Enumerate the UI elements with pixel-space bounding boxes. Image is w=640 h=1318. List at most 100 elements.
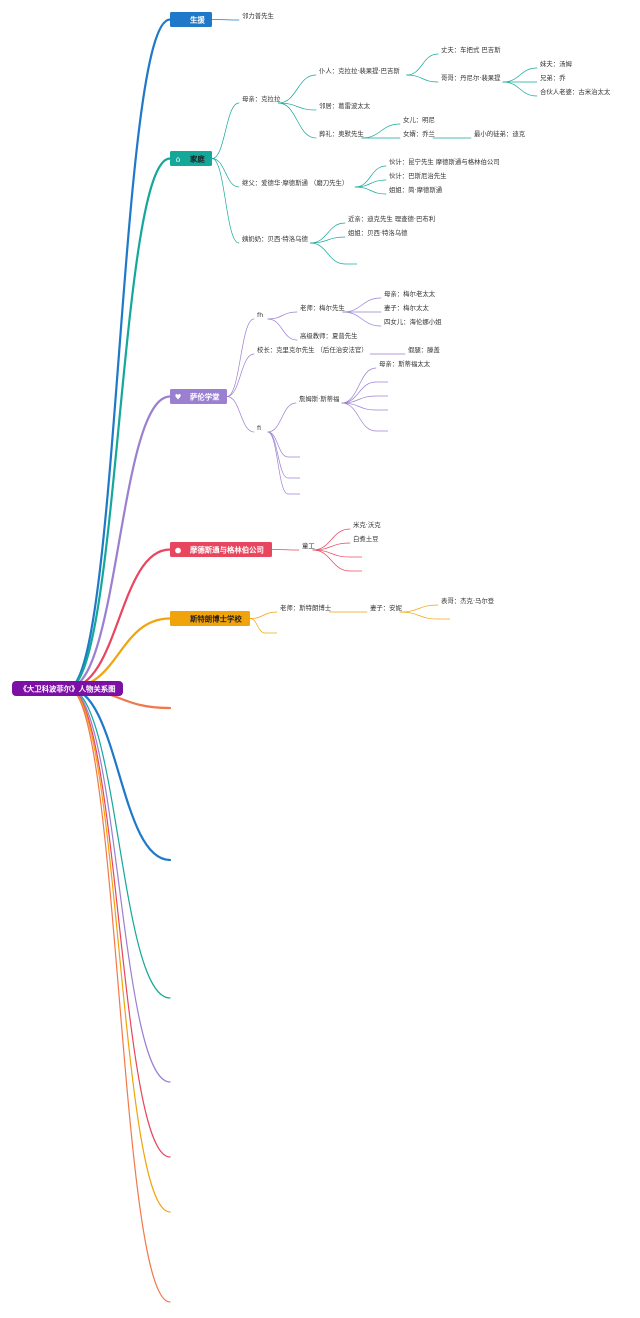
topic-node[interactable]: 女婿：乔兰	[403, 129, 436, 138]
child-connector	[406, 53, 439, 76]
topic-node[interactable]: 白煮土豆	[353, 534, 379, 543]
branch-label: 斯特朗博士学校	[190, 615, 242, 624]
topic-node[interactable]: 母亲：克拉拉	[242, 94, 281, 103]
empty-branch-connector	[67, 687, 171, 1158]
topic-node[interactable]: 哥哥：丹尼尔·裴果提	[441, 73, 501, 82]
branch-node-jiating[interactable]: ⌂ 家庭	[170, 151, 212, 166]
child-connector	[341, 395, 377, 404]
child-connector	[267, 431, 289, 479]
empty-branch-connector	[67, 687, 171, 999]
child-connector	[399, 604, 439, 613]
topic-node[interactable]: 詹姆斯·斯蒂福	[299, 394, 340, 403]
branch-box	[170, 151, 212, 166]
empty-branch-connector	[66, 686, 172, 862]
child-connector	[226, 396, 255, 433]
child-connector	[267, 402, 297, 433]
topic-node[interactable]: 高级教师：夏普先生	[300, 331, 358, 340]
empty-branch-connector	[67, 687, 171, 1303]
root-node-label: 《大卫科波菲尔》人物关系图	[19, 685, 115, 694]
child-connector	[267, 431, 289, 458]
topic-node[interactable]: 母亲：斯蒂福太太	[379, 359, 431, 368]
branch-box	[170, 12, 212, 27]
topic-node[interactable]: 母亲：梅尔老太太	[384, 289, 436, 298]
branch-box	[170, 542, 272, 557]
topic-node[interactable]: 四女儿：海伦娜小姐	[384, 317, 442, 326]
branch-label: 摩德斯通与格林伯公司	[189, 546, 264, 555]
topic-node[interactable]: 兄弟：乔	[540, 73, 566, 82]
child-connector	[361, 123, 401, 139]
topic-node[interactable]: 丈夫：车把式 巴吉斯	[441, 45, 501, 54]
topic-node[interactable]: 假腿：滕盖	[408, 345, 441, 354]
topic-node[interactable]: 姐姐：简·摩德斯通	[389, 185, 443, 194]
topic-node[interactable]: 最小的徒弟：迪克	[474, 129, 526, 138]
child-connector	[310, 222, 346, 244]
topic-node[interactable]: fh	[257, 311, 263, 319]
topic-node[interactable]: 伙计：巴斯厄治先生	[389, 171, 447, 180]
topic-node[interactable]: 仆人：克拉拉·裴果提·巴吉斯	[319, 66, 400, 75]
branch-node-modesitong[interactable]: ● 摩德斯通与格林伯公司	[170, 542, 272, 557]
topic-node[interactable]: 姨奶奶：贝西·特洛乌德	[242, 234, 309, 243]
topic-node[interactable]: 老师：斯特朗博士	[280, 603, 332, 612]
child-connector	[341, 381, 377, 404]
topic-node[interactable]: 校长：克里克尔先生 （后任治安法官）	[257, 345, 368, 354]
branch-box	[170, 389, 227, 404]
child-connector	[354, 179, 387, 188]
child-connector	[267, 431, 289, 495]
empty-branch-connector	[67, 687, 171, 1083]
branch-node-sitelang[interactable]: 斯特朗博士学校	[170, 611, 250, 626]
child-connector	[271, 549, 300, 551]
child-connector	[502, 81, 538, 97]
topic-node[interactable]: fi	[257, 424, 261, 432]
child-connector	[226, 353, 255, 397]
child-connector	[249, 618, 266, 634]
child-connector	[211, 102, 240, 159]
child-connector	[342, 297, 382, 313]
child-connector	[226, 318, 255, 397]
topic-node[interactable]: 伙计：昆宁先生 摩德斯通与格林伯公司	[389, 157, 500, 166]
topic-node[interactable]: 女儿：明尼	[403, 115, 435, 124]
house-icon: ⌂	[176, 155, 181, 164]
topic-node[interactable]: 老师：梅尔先生	[300, 303, 345, 312]
topic-node[interactable]: 近亲：迪克先生 理查德·巴布利	[348, 214, 435, 223]
empty-branch-connector	[67, 687, 171, 1213]
branch-connector	[66, 157, 172, 690]
topic-node[interactable]: 妻子：安妮	[370, 603, 403, 612]
topic-node[interactable]: 米克·沃克	[353, 520, 381, 529]
child-connector	[312, 528, 351, 551]
branch-label: 萨伦学堂	[190, 393, 220, 402]
topic-node[interactable]: 童工	[302, 541, 315, 550]
heart-icon: ♥	[175, 393, 182, 402]
topic-node[interactable]: 继父：爱德华·摩德斯通 （磨刀先生）	[242, 178, 348, 187]
child-connector	[341, 367, 377, 404]
branch-label: 家庭	[190, 155, 205, 164]
topic-node[interactable]: 邻居：葛雷波太太	[319, 101, 371, 110]
topic-node[interactable]: 表哥：杰克·马尔登	[441, 596, 495, 605]
root-node[interactable]: 《大卫科波菲尔》人物关系图	[12, 681, 123, 696]
topic-node[interactable]: 邻力普先生	[242, 11, 275, 20]
branch-box	[170, 611, 250, 626]
child-connector	[312, 549, 351, 572]
child-connector	[211, 19, 240, 21]
topic-node[interactable]: 妹夫：汤姆	[540, 59, 573, 68]
branch-node-salun[interactable]: ♥ 萨伦学堂	[170, 389, 227, 404]
branch-label: 生援	[190, 16, 205, 25]
child-connector	[211, 158, 240, 188]
child-connector	[267, 311, 298, 320]
child-connector	[354, 186, 387, 195]
child-connector	[249, 611, 278, 619]
topic-node[interactable]: 葬礼：奥默先生	[319, 129, 364, 138]
topic-node[interactable]: 合伙人老婆：古米治太太	[540, 87, 611, 96]
child-connector	[310, 236, 346, 244]
child-connector	[211, 158, 240, 244]
branch-node-shengfu[interactable]: 生援	[170, 12, 212, 27]
child-connector	[354, 165, 387, 188]
topic-node[interactable]: 姐姐：贝西·特洛乌德	[348, 228, 408, 237]
branch-connector	[66, 18, 172, 690]
user-group-icon: ●	[175, 546, 182, 555]
child-connector	[399, 611, 439, 620]
topic-node[interactable]: 妻子：梅尔太太	[384, 303, 429, 312]
branch-connector	[66, 395, 172, 690]
child-connector	[342, 311, 382, 327]
